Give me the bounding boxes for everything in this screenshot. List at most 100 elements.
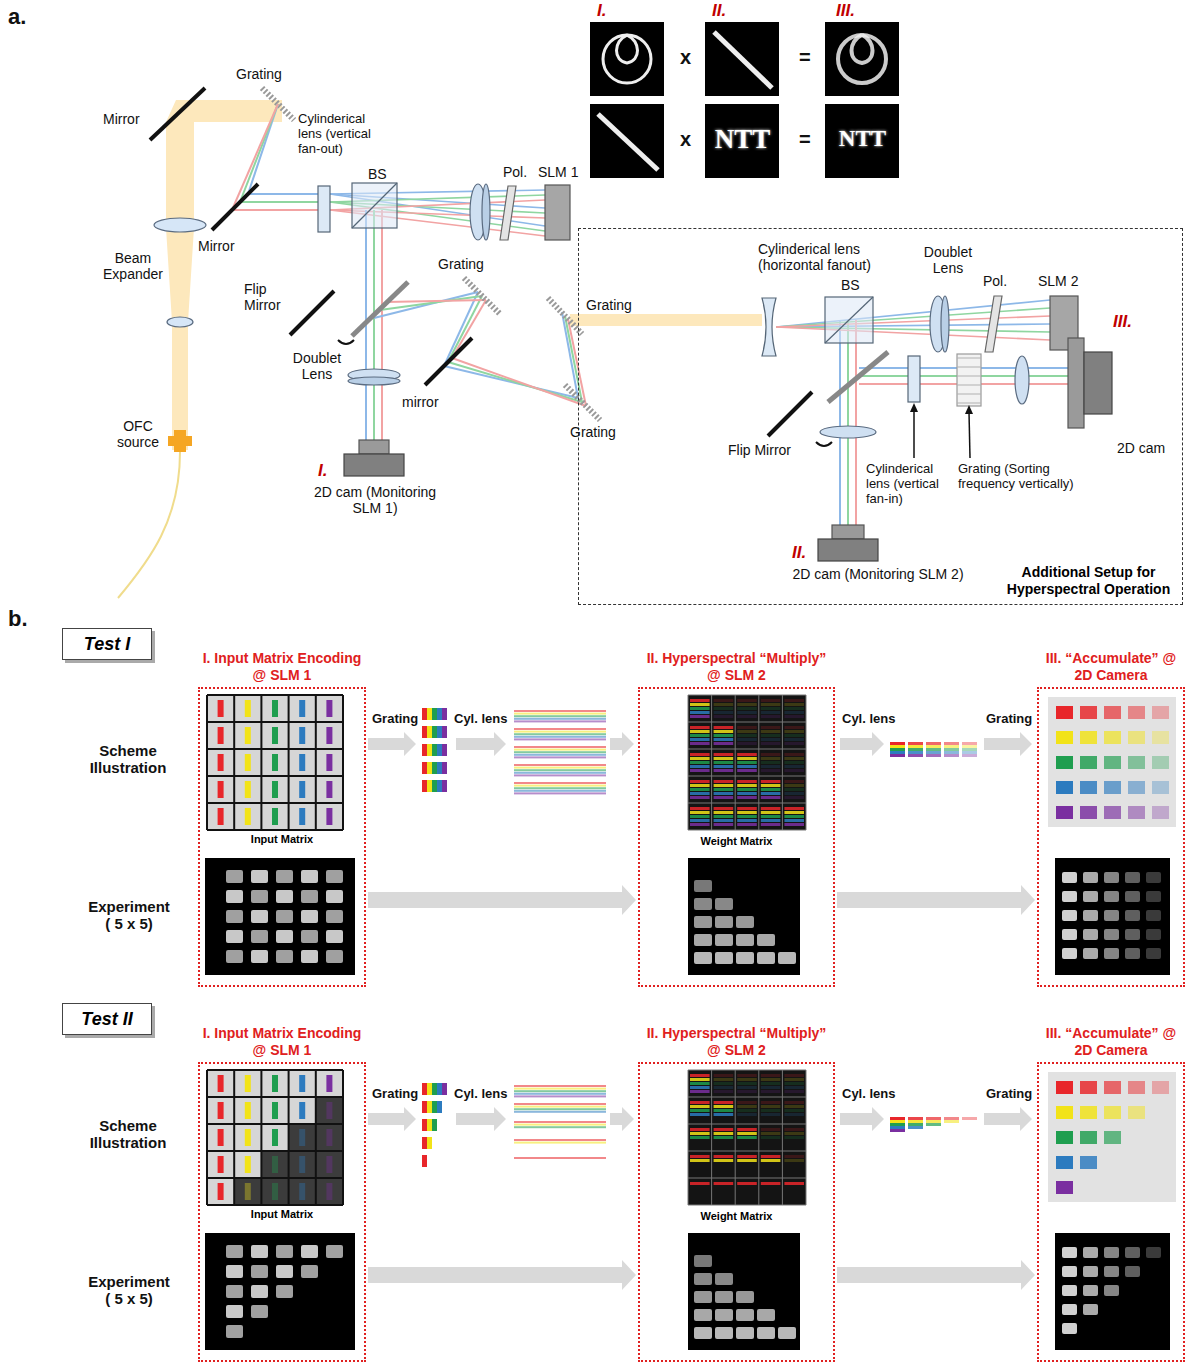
spectral-stripe	[514, 754, 606, 756]
weight-stripe	[714, 1159, 734, 1162]
pixel-block	[1104, 1266, 1119, 1277]
weight-stripe	[714, 753, 734, 756]
sum-stripe	[890, 1120, 905, 1123]
sum-stripe	[944, 1120, 959, 1123]
weight-stripe	[737, 792, 757, 795]
pixel-block	[226, 890, 243, 903]
output-cell	[1128, 756, 1145, 769]
spectral-bar	[422, 780, 427, 792]
sum-stripe	[926, 742, 941, 745]
pixel-block	[276, 1285, 293, 1298]
output-cell	[1056, 706, 1073, 719]
color-bar	[272, 1102, 278, 1119]
component-label: Flip Mirror	[728, 442, 791, 458]
pixel-block	[694, 898, 712, 910]
bright-ring	[603, 35, 651, 83]
laser-beam	[570, 314, 762, 326]
pixel-block	[715, 916, 733, 928]
weight-stripe	[714, 726, 734, 729]
grid-line	[233, 695, 235, 830]
spectral-stripe	[514, 782, 606, 784]
grid-line	[260, 1070, 262, 1205]
color-bar	[299, 700, 305, 717]
output-cell	[1080, 1131, 1097, 1144]
weight-stripe	[714, 734, 734, 737]
weight-stripe	[714, 788, 734, 791]
pixel-block	[694, 916, 712, 928]
weight-stripe	[737, 788, 757, 791]
arrowhead	[965, 405, 973, 414]
spectral-stripe	[514, 746, 606, 748]
spectral-bar	[427, 762, 432, 774]
weight-stripe	[737, 707, 757, 710]
panel-letter: b.	[8, 606, 28, 631]
grid-line	[688, 803, 806, 804]
weight-stripe	[761, 1128, 781, 1131]
weight-stripe	[690, 742, 710, 745]
spectral-bar	[427, 726, 432, 738]
weight-stripe	[761, 780, 781, 783]
color-bar	[326, 1156, 332, 1173]
color-bar	[272, 727, 278, 744]
weight-stripe	[737, 1136, 757, 1139]
pixel-block	[1146, 1247, 1161, 1258]
spectral-bar	[437, 726, 442, 738]
matrix-background	[207, 695, 343, 830]
color-bar	[245, 781, 251, 798]
weight-stripe	[761, 715, 781, 718]
pixel-block	[736, 916, 754, 928]
component-label: Grating	[236, 66, 282, 82]
spectral-stripe	[514, 718, 606, 720]
pixel-block	[226, 1265, 243, 1278]
spectral-stripe	[514, 749, 606, 751]
grid-line	[688, 1205, 806, 1206]
image-inset	[825, 22, 899, 96]
matrix-cell	[316, 1124, 343, 1151]
grid-line	[758, 1070, 759, 1205]
pixel-block	[1062, 1285, 1077, 1296]
spectral-bar	[427, 780, 432, 792]
color-bar	[218, 700, 224, 717]
spectral-bar	[442, 762, 447, 774]
color-bar	[218, 754, 224, 771]
pixel-block	[276, 950, 293, 963]
output-cell	[1080, 1081, 1097, 1094]
pixel-block	[736, 1309, 754, 1321]
weight-stripe	[737, 1074, 757, 1077]
spectral-bar	[422, 1119, 427, 1131]
flow-arrow	[456, 1107, 506, 1131]
spectral-bar	[422, 1155, 427, 1167]
weight-stripe	[714, 1113, 734, 1116]
flow-arrow	[840, 1107, 884, 1131]
grating-line	[957, 367, 981, 368]
weight-stripe	[761, 1101, 781, 1104]
grating-line	[957, 358, 981, 359]
grid-line	[688, 1097, 806, 1098]
component-label: Cylinderical lens (horizontal fanout)	[758, 241, 908, 273]
pixel-block	[1062, 872, 1077, 883]
flow-arrow	[840, 732, 884, 756]
spectral-stripe	[514, 1157, 606, 1159]
stage-heading: I. Input Matrix Encoding @ SLM 1	[198, 1025, 366, 1059]
connector-arrow	[368, 1260, 636, 1290]
camera-image	[205, 1233, 355, 1350]
weight-stripe	[690, 788, 710, 791]
weight-stripe	[714, 811, 734, 814]
spectral-stripe	[514, 1142, 606, 1144]
weight-stripe	[784, 1159, 804, 1162]
spectral-stripe	[514, 731, 606, 733]
pixel-block	[1125, 872, 1140, 883]
weight-stripe	[714, 769, 734, 772]
weight-stripe	[714, 715, 734, 718]
weight-stripe	[714, 823, 734, 826]
weight-stripe	[690, 765, 710, 768]
weight-stripe	[761, 807, 781, 810]
spectral-bar	[432, 780, 437, 792]
spectral-stripe	[514, 787, 606, 789]
output-cell	[1080, 781, 1097, 794]
component-label: SLM 2	[1038, 273, 1078, 289]
grid-line	[688, 749, 806, 750]
weight-stripe	[690, 753, 710, 756]
pixel-block	[326, 910, 343, 923]
